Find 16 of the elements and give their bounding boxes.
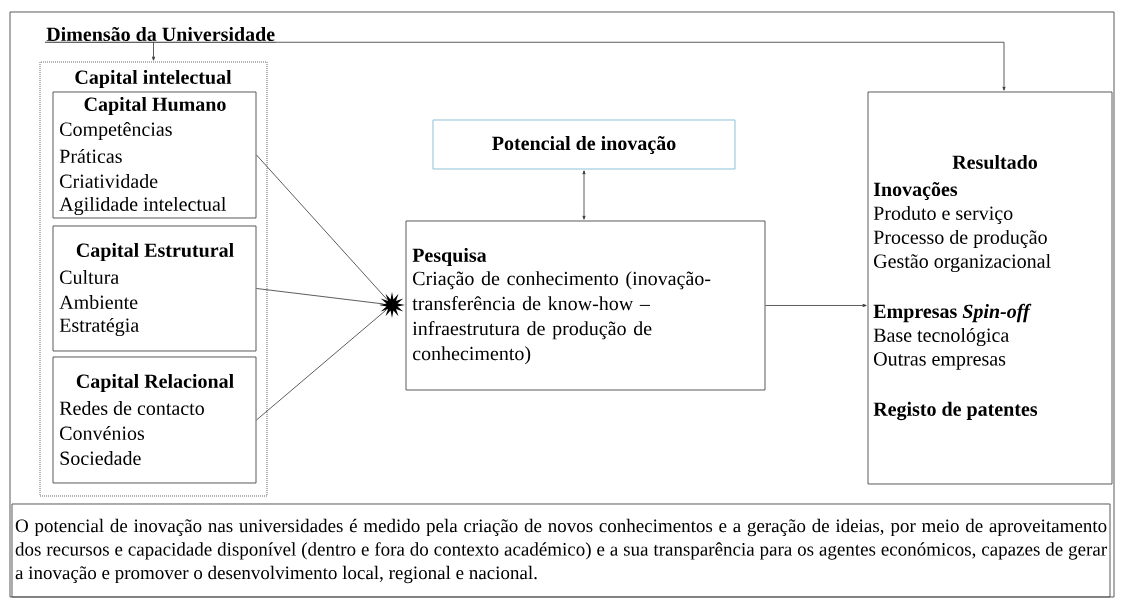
section-heading: Dimensão da Universidade <box>44 26 277 43</box>
process-box: Potencial de inovação <box>432 119 736 170</box>
connector-line <box>256 288 384 305</box>
process-box: Pesquisa Criação de conhecimento (inovação-transferência de know-how – infraestrutura de produção de conhecimento) <box>405 220 766 391</box>
arrow <box>152 41 156 61</box>
category-box: Capital Estrutural Cultura Ambiente Estratégia <box>52 225 257 352</box>
category-box: Capital Relacional Redes de contacto Convénios Sociedade <box>52 356 257 484</box>
note-box: O potencial de inovação nas universidades é medido pela criação de novos conhecimentos e a geração de ideias, por meio de aproveitamento dos recursos e capacidade disponível (dentro e fora do contexto académico) e a sua transparência para os agentes económicos, capazes de gerar a inovação e promover o desenvolvimento local, regional e nacional. <box>11 503 1111 598</box>
arrow <box>275 41 1006 91</box>
arrow <box>765 303 867 307</box>
connector-line <box>256 309 387 421</box>
arrow <box>582 170 586 220</box>
result-box: Resultado Inovações Produto e serviço Processo de produção Gestão organizacional Empresas Spin-off Base tecnológica Outras empresas Registo de patentes <box>867 91 1113 485</box>
starburst <box>379 292 405 318</box>
connector-line <box>256 154 388 301</box>
category-box: Capital Humano Competências Práticas Criatividade Agilidade intelectual <box>52 91 257 219</box>
